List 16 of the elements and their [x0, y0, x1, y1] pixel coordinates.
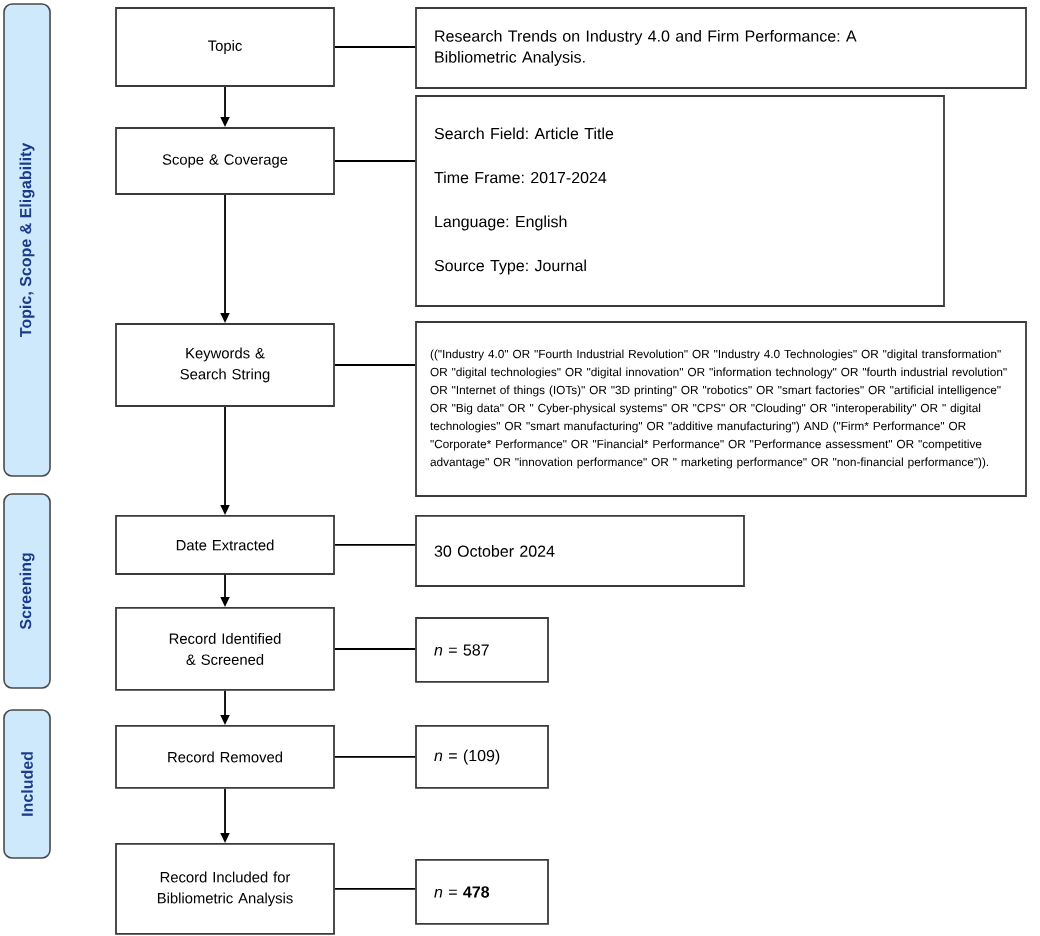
connector-line	[334, 756, 416, 758]
connector-line	[334, 160, 416, 162]
detail-box: 30 October 2024	[415, 515, 745, 587]
detail-box: Search Field: Article Title Time Frame: 2017-2024 Language: English Source Type: Journal	[415, 95, 945, 307]
phase-band: Included	[3, 709, 51, 859]
connector-line	[334, 648, 416, 650]
phase-band: Topic, Scope & Eligability	[3, 3, 51, 477]
detail-box: Research Trends on Industry 4.0 and Firm Performance: A Bibliometric Analysis.	[415, 7, 1027, 89]
connector-line	[334, 46, 416, 48]
detail-box: n = 478	[415, 859, 549, 925]
connector-line	[334, 544, 416, 546]
connector-line	[334, 364, 416, 366]
detail-box: n = 587	[415, 617, 549, 683]
detail-box: n = (109)	[415, 725, 549, 789]
phase-band: Screening	[3, 493, 51, 689]
connector-line	[334, 888, 416, 890]
